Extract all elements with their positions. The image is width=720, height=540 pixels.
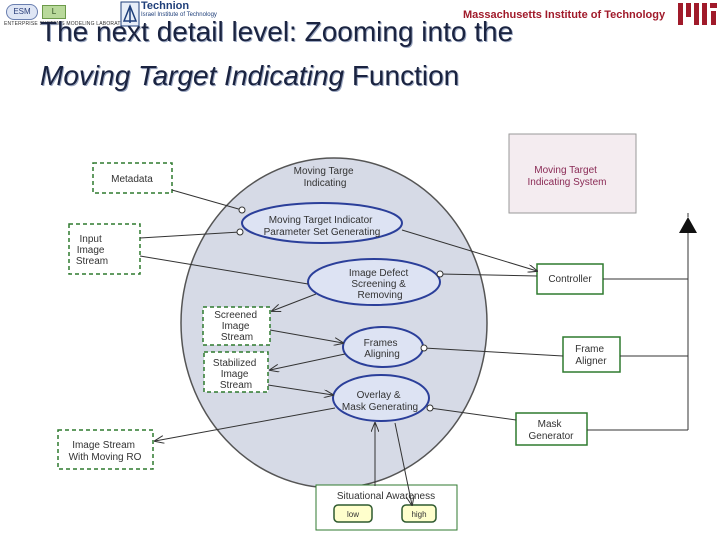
frame-aligner-box (562, 336, 621, 373)
input-stream-box (68, 223, 141, 275)
param-gen-label: Moving Target Indicator Parameter Set Ge… (264, 215, 381, 238)
output-stream-box (57, 429, 154, 470)
overlay-label: Overlay & Mask Generating (342, 390, 418, 413)
technion-subtitle: Israel Institute of Technology (141, 12, 217, 18)
aligning-label: Frames Aligning (364, 338, 401, 360)
situational-high-label: high (411, 510, 426, 519)
stabilized-stream-label: Stabilized Image Stream (213, 358, 259, 391)
controller-label: Controller (548, 274, 592, 285)
esml-caption: ENTERPRISE SYSTEMS MODELING LABORATORY (4, 21, 132, 27)
metadata-label: Metadata (111, 174, 153, 185)
esml-logo: ESM L ENTERPRISE SYSTEMS MODELING LABORA… (2, 2, 132, 30)
system-label: Moving Target Indicating System (528, 165, 607, 188)
defect-label: Image Defect Screening & Removing (349, 268, 411, 301)
situational-low-state (333, 504, 373, 523)
situational-low-label: low (347, 510, 359, 519)
mask-generator-box (515, 412, 588, 446)
situational-high-state (401, 504, 437, 523)
screened-stream-box (202, 306, 271, 346)
input-stream-label: Input Image Stream (76, 234, 108, 267)
screened-stream-label: Screened Image Stream (214, 310, 260, 343)
header-logos: ESM L ENTERPRISE SYSTEMS MODELING LABORA… (0, 0, 720, 30)
situational-awareness-label: Situational Awareness (337, 491, 435, 502)
mask-generator-label: Mask Generator (528, 419, 574, 442)
slide-title-rest: Function (344, 60, 460, 91)
slide-title-italic: Moving Target Indicating (40, 60, 345, 91)
esml-badge: ESM (6, 4, 38, 20)
system-box (508, 133, 637, 214)
slide-title-line1: The next detail level: Zooming into the (40, 16, 514, 47)
esml-badge-secondary: L (42, 5, 66, 19)
slide-title-line2: Moving Target Indicating Function (40, 60, 459, 92)
technion-logo-icon (120, 1, 140, 27)
technion-name: Technion (141, 0, 190, 12)
frame-aligner-label: Frame Aligner (575, 344, 607, 367)
stabilized-stream-box (203, 351, 269, 393)
defect-process (307, 258, 441, 306)
mit-name: Massachusetts Institute of Technology (463, 9, 666, 21)
diagram-links (139, 189, 689, 505)
metadata-box (92, 162, 173, 194)
aggregation-triangle-icon (679, 217, 697, 233)
main-process-label: Moving Targe Indicating (294, 166, 357, 189)
mit-logo-icon (678, 3, 717, 25)
param-gen-process (241, 202, 403, 244)
output-stream-label: Image Stream With Moving RO (69, 440, 142, 463)
